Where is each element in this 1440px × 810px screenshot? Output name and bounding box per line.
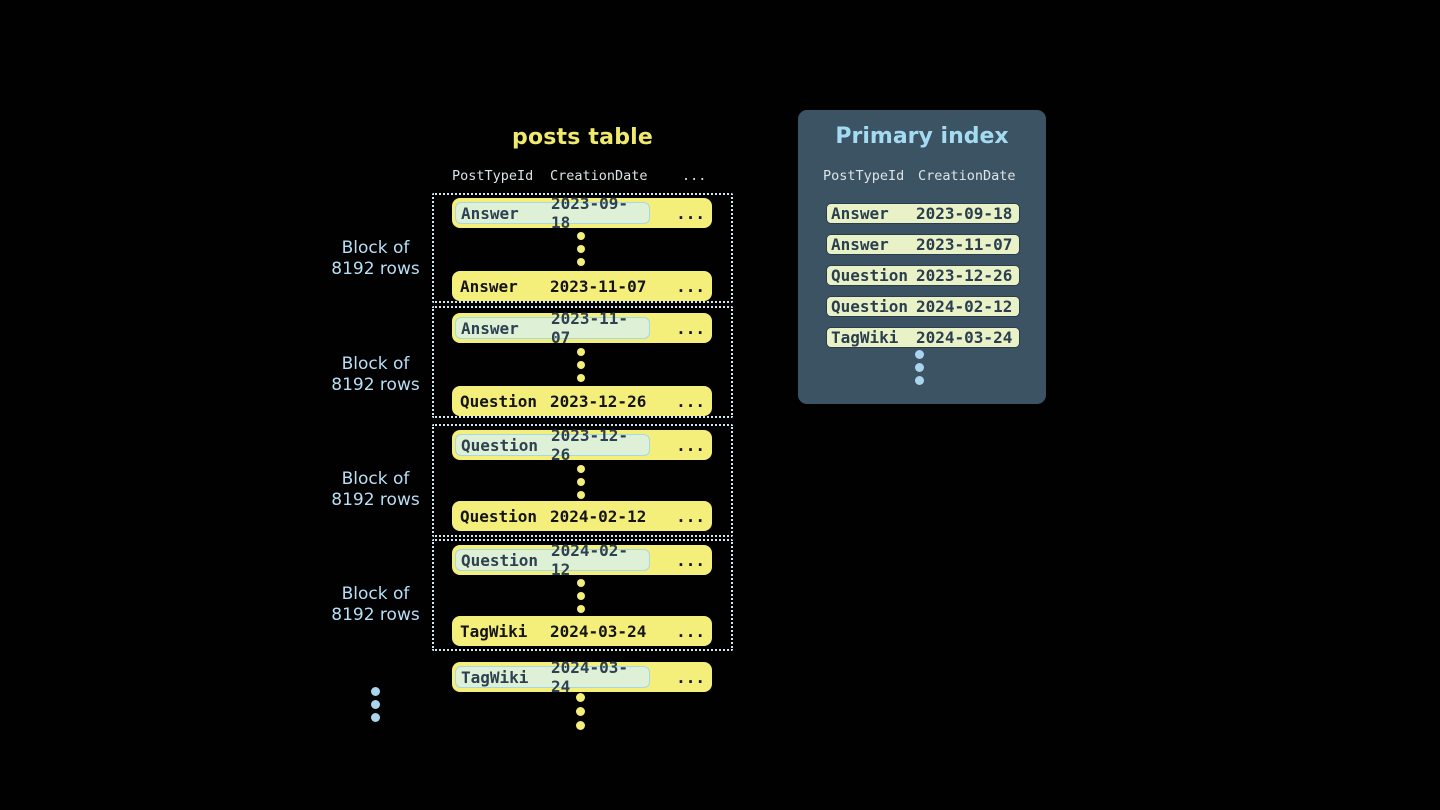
cell-more-columns: ... xyxy=(676,391,705,411)
cell-post-type: Question xyxy=(460,391,538,411)
cell-creation-date: 2023-09-18 xyxy=(551,194,629,232)
block-label-line: 8192 rows xyxy=(331,259,420,279)
index-entry: TagWiki 2024-03-24 xyxy=(826,327,1020,348)
table-row-overflow: TagWiki 2024-03-24 ... xyxy=(452,658,712,696)
cell-post-type: Question xyxy=(461,435,539,455)
cell-more-columns: ... xyxy=(676,506,705,526)
posts-table-title: posts table xyxy=(512,125,653,150)
cell-creation-date: 2024-03-24 xyxy=(551,658,629,696)
index-column-header-creationdate: CreationDate xyxy=(918,168,1016,184)
block-label-line: 8192 rows xyxy=(331,490,420,510)
cell-creation-date: 2023-12-26 xyxy=(916,266,1013,285)
block-label-line: Block of xyxy=(341,469,410,489)
table-row-block1-last: Answer 2023-11-07 ... xyxy=(452,271,712,301)
cell-post-type: Question xyxy=(831,297,909,316)
table-row-block4-last: TagWiki 2024-03-24 ... xyxy=(452,616,712,646)
cell-creation-date: 2024-02-12 xyxy=(551,541,629,579)
table-row-block1-first: Answer 2023-09-18 ... xyxy=(452,194,712,232)
cell-post-type: Answer xyxy=(831,204,889,223)
cell-post-type: Answer xyxy=(460,276,518,296)
block-label-4: Block of 8192 rows xyxy=(303,584,448,626)
vertical-ellipsis-icon xyxy=(577,348,585,382)
cell-more-columns: ... xyxy=(676,203,705,223)
cell-creation-date: 2023-12-26 xyxy=(550,391,647,411)
block-label-line: Block of xyxy=(341,584,410,604)
index-mark-highlight: Question 2024-02-12 xyxy=(455,541,650,579)
index-mark-highlight: Answer 2023-11-07 xyxy=(455,309,650,347)
block-label-line: Block of xyxy=(341,238,410,258)
row-block-2 xyxy=(432,306,733,418)
block-label-1: Block of 8192 rows xyxy=(303,238,448,280)
block-label-2: Block of 8192 rows xyxy=(303,354,448,396)
cell-post-type: Answer xyxy=(461,318,519,338)
vertical-ellipsis-icon xyxy=(577,465,585,499)
cell-post-type: Question xyxy=(461,550,539,570)
primary-index-title: Primary index xyxy=(835,124,1009,149)
cell-creation-date: 2023-11-07 xyxy=(916,235,1013,254)
vertical-ellipsis-icon xyxy=(577,579,585,613)
cell-creation-date: 2023-12-26 xyxy=(551,426,629,464)
block-label-line: Block of xyxy=(341,354,410,374)
cell-post-type: TagWiki xyxy=(831,328,899,347)
vertical-ellipsis-icon xyxy=(915,350,924,385)
index-mark-highlight: TagWiki 2024-03-24 xyxy=(455,658,650,696)
row-block-4 xyxy=(432,539,733,651)
cell-post-type: TagWiki xyxy=(460,621,528,641)
cell-creation-date: 2023-11-07 xyxy=(550,276,647,296)
cell-creation-date: 2024-03-24 xyxy=(916,328,1013,347)
table-row-block3-first: Question 2023-12-26 ... xyxy=(452,426,712,464)
cell-creation-date: 2023-09-18 xyxy=(916,204,1013,223)
table-row-block4-first: Question 2024-02-12 ... xyxy=(452,541,712,579)
index-entry: Answer 2023-09-18 xyxy=(826,203,1020,224)
cell-creation-date: 2023-11-07 xyxy=(551,309,629,347)
cell-more-columns: ... xyxy=(676,318,705,338)
cell-creation-date: 2024-03-24 xyxy=(550,621,647,641)
cell-post-type: TagWiki xyxy=(461,667,529,687)
block-label-line: 8192 rows xyxy=(331,605,420,625)
column-header-more: ... xyxy=(682,168,707,184)
cell-more-columns: ... xyxy=(676,621,705,641)
cell-post-type: Question xyxy=(460,506,538,526)
vertical-ellipsis-icon xyxy=(371,687,380,722)
cell-post-type: Answer xyxy=(461,203,519,223)
cell-more-columns: ... xyxy=(676,435,705,455)
index-entry: Question 2024-02-12 xyxy=(826,296,1020,317)
table-row-block2-first: Answer 2023-11-07 ... xyxy=(452,309,712,347)
cell-post-type: Answer xyxy=(831,235,889,254)
row-block-3 xyxy=(432,424,733,537)
cell-more-columns: ... xyxy=(676,667,705,687)
block-label-3: Block of 8192 rows xyxy=(303,469,448,511)
table-row-block3-last: Question 2024-02-12 ... xyxy=(452,501,712,531)
index-mark-highlight: Question 2023-12-26 xyxy=(455,426,650,464)
vertical-ellipsis-icon xyxy=(577,232,585,266)
block-label-line: 8192 rows xyxy=(331,375,420,395)
primary-index-panel: Primary index PostTypeId CreationDate An… xyxy=(798,110,1046,404)
column-header-posttypeid: PostTypeId xyxy=(452,168,534,184)
index-mark-highlight: Answer 2023-09-18 xyxy=(455,194,650,232)
vertical-ellipsis-icon xyxy=(576,693,585,730)
cell-more-columns: ... xyxy=(676,550,705,570)
index-entry: Answer 2023-11-07 xyxy=(826,234,1020,255)
index-column-header-posttypeid: PostTypeId xyxy=(823,168,905,184)
index-entry: Question 2023-12-26 xyxy=(826,265,1020,286)
row-block-1 xyxy=(432,193,733,303)
column-header-creationdate: CreationDate xyxy=(550,168,648,184)
table-row-block2-last: Question 2023-12-26 ... xyxy=(452,386,712,416)
cell-more-columns: ... xyxy=(676,276,705,296)
cell-post-type: Question xyxy=(831,266,909,285)
cell-creation-date: 2024-02-12 xyxy=(550,506,647,526)
cell-creation-date: 2024-02-12 xyxy=(916,297,1013,316)
